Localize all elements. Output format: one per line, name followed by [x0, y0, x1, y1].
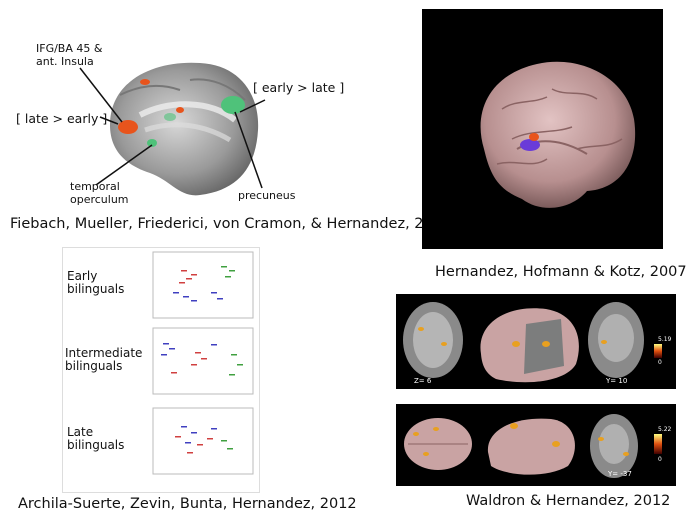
ifg-activation	[118, 120, 138, 134]
ifg-label-2: ant. Insula	[36, 55, 94, 68]
waldron-caption: Waldron & Hernandez, 2012	[466, 493, 671, 509]
fiebach-caption: Fiebach, Mueller, Friederici, von Cramon…	[10, 216, 452, 232]
temporal-label: temporal	[70, 180, 120, 193]
y-label: Y= 10	[606, 377, 628, 385]
archila-caption: Archila-Suerte, Zevin, Bunta, Hernandez,…	[18, 496, 357, 512]
waldron-top-images	[403, 302, 662, 383]
waldron-figure-top: Z= 6 Y= 10 5.19 0	[396, 294, 676, 389]
sagittal-brain-image	[110, 62, 259, 196]
late-early-label: [ late > early ]	[16, 111, 108, 126]
waldron-bottom-images	[404, 414, 662, 478]
scale-max: 5.19	[658, 336, 672, 343]
scale-min-2: 0	[658, 456, 662, 463]
scale-min: 0	[658, 359, 662, 366]
scale-max-2: 5.22	[658, 426, 672, 433]
precuneus-activation	[221, 96, 245, 114]
purple-activation	[520, 139, 540, 151]
temporal-activation	[147, 139, 157, 147]
hernandez-2007-caption: Hernandez, Hofmann & Kotz, 2007	[435, 264, 687, 280]
temporal-label-2: operculum	[70, 193, 129, 206]
y-label-2: Y= -37	[608, 470, 632, 478]
early-late-label: [ early > late ]	[253, 80, 345, 95]
precuneus-label: precuneus	[238, 189, 296, 202]
ifg-label: IFG/BA 45 &	[36, 42, 103, 55]
hernandez-2007-figure	[422, 9, 663, 249]
waldron-figure-bottom: Y= -37 5.22 0	[396, 404, 676, 486]
fiebach-figure	[100, 55, 262, 203]
scatter-plots	[152, 251, 254, 475]
lateral-brain-image	[480, 61, 636, 208]
z-label: Z= 6	[414, 377, 432, 385]
